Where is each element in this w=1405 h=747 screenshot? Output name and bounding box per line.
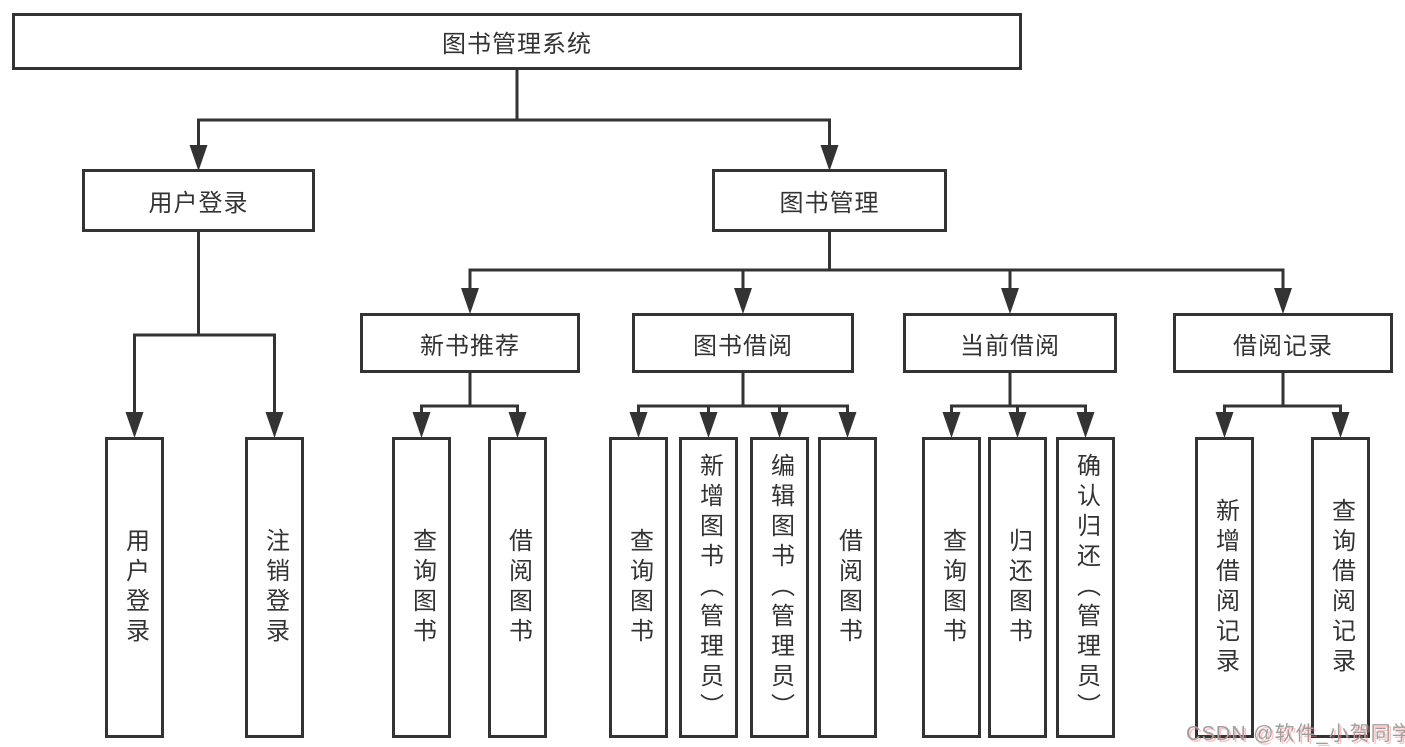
leaf-query-book-current: 查询图书 bbox=[922, 437, 981, 738]
node-book-management: 图书管理 bbox=[712, 169, 947, 232]
connector-new-book-rec-to-leaves bbox=[412, 373, 527, 438]
connector-book-mgmt-to-level3 bbox=[461, 232, 1292, 314]
node-book-borrowing: 图书借阅 bbox=[632, 313, 854, 373]
connector-book-borrow-to-leaves bbox=[629, 373, 857, 438]
leaf-edit-book-admin: 编辑图书（管理员） bbox=[750, 437, 809, 738]
node-borrow-records: 借阅记录 bbox=[1173, 313, 1393, 373]
leaf-query-borrow-record: 查询借阅记录 bbox=[1311, 437, 1370, 738]
leaf-borrow-book: 借阅图书 bbox=[818, 437, 877, 738]
leaf-borrow-book-recommend: 借阅图书 bbox=[488, 437, 547, 738]
leaf-add-borrow-record: 新增借阅记录 bbox=[1195, 437, 1254, 738]
leaf-add-book-admin: 新增图书（管理员） bbox=[679, 437, 738, 738]
leaf-user-login: 用户登录 bbox=[105, 437, 164, 738]
connector-current-borrow-to-leaves bbox=[942, 373, 1095, 438]
node-root-library-system: 图书管理系统 bbox=[12, 13, 1022, 70]
connector-root-to-level2 bbox=[189, 70, 839, 171]
csdn-watermark: CSDN @软件_小贺同学 bbox=[1186, 723, 1405, 745]
node-new-book-recommend: 新书推荐 bbox=[360, 313, 580, 373]
leaf-return-book: 归还图书 bbox=[988, 437, 1047, 738]
node-user-login: 用户登录 bbox=[82, 169, 315, 232]
leaf-confirm-return-admin: 确认归还（管理员） bbox=[1056, 437, 1115, 738]
connector-borrow-records-to-leaves bbox=[1215, 373, 1350, 438]
leaf-logout: 注销登录 bbox=[245, 437, 304, 738]
node-current-borrowing: 当前借阅 bbox=[903, 313, 1117, 373]
leaf-query-book-recommend: 查询图书 bbox=[392, 437, 451, 738]
connector-user-login-to-leaves bbox=[125, 232, 284, 438]
leaf-query-book-borrowing: 查询图书 bbox=[609, 437, 668, 738]
